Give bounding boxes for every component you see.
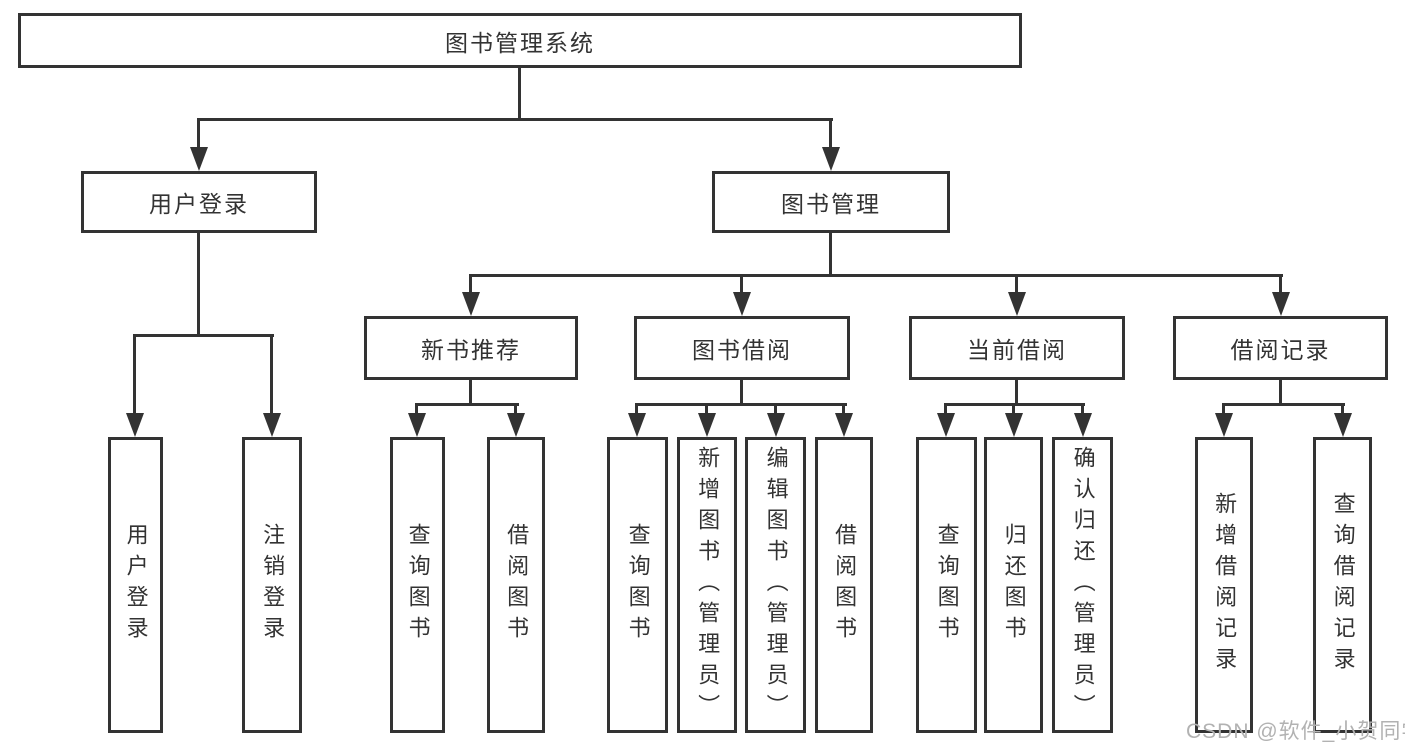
arrow-down-icon (507, 413, 525, 437)
edge-current-shaft2 (1012, 403, 1015, 413)
leaf-add-borrow-record-label: 新增借阅记录 (1212, 492, 1238, 678)
edge-current-shaft3 (1081, 403, 1084, 413)
arrow-down-icon (190, 147, 208, 171)
edge-current-shaft1 (944, 403, 947, 413)
edge-root-stub (518, 68, 521, 120)
arrow-down-icon (462, 292, 480, 316)
arrow-down-icon (822, 147, 840, 171)
leaf-borrow-book-recommend: 借阅图书 (487, 437, 545, 733)
node-borrow-record: 借阅记录 (1173, 316, 1388, 380)
edge-current-stub (1015, 380, 1018, 406)
edge-bookmgmt-hline (469, 274, 1283, 277)
node-new-book-recommend-label: 新书推荐 (421, 337, 521, 363)
edge-record-shaft1 (1222, 403, 1225, 413)
edge-bookmgmt-shaft1 (469, 274, 472, 292)
arrow-down-icon (1215, 413, 1233, 437)
arrow-down-icon (263, 413, 281, 437)
edge-borrow-shaft1 (635, 403, 638, 413)
leaf-add-book-admin: 新增图书（管理员） (677, 437, 737, 733)
arrow-down-icon (628, 413, 646, 437)
leaf-add-book-admin-label: 新增图书（管理员） (695, 445, 721, 725)
leaf-confirm-return-admin: 确认归还（管理员） (1052, 437, 1113, 733)
arrow-down-icon (126, 413, 144, 437)
node-new-book-recommend: 新书推荐 (364, 316, 578, 380)
arrow-down-icon (1272, 292, 1290, 316)
leaf-add-borrow-record: 新增借阅记录 (1195, 437, 1253, 733)
edge-bookmgmt-shaft3 (1015, 274, 1018, 292)
leaf-borrow-book-recommend-label: 借阅图书 (504, 523, 530, 647)
leaf-return-book: 归还图书 (984, 437, 1043, 733)
edge-record-shaft2 (1341, 403, 1344, 413)
leaf-query-book-borrow-label: 查询图书 (625, 523, 651, 647)
edge-root-right-shaft (829, 118, 832, 147)
leaf-borrow-book-label: 借阅图书 (832, 523, 858, 647)
edge-userlogin-stub (197, 233, 200, 336)
edge-userlogin-shaft1 (133, 334, 136, 413)
edge-newbook-shaft1 (415, 403, 418, 413)
edge-borrow-hline (635, 403, 847, 406)
leaf-query-book-borrow: 查询图书 (607, 437, 668, 733)
leaf-return-book-label: 归还图书 (1001, 523, 1027, 647)
arrow-down-icon (698, 413, 716, 437)
arrow-down-icon (733, 292, 751, 316)
leaf-logout: 注销登录 (242, 437, 302, 733)
leaf-query-book-recommend-label: 查询图书 (405, 523, 431, 647)
edge-borrow-shaft2 (705, 403, 708, 413)
node-user-login-label: 用户登录 (149, 191, 249, 217)
leaf-edit-book-admin-label: 编辑图书（管理员） (763, 445, 789, 725)
arrow-down-icon (1008, 292, 1026, 316)
arrow-down-icon (937, 413, 955, 437)
edge-bookmgmt-shaft4 (1279, 274, 1282, 292)
leaf-query-borrow-record-label: 查询借阅记录 (1330, 492, 1356, 678)
edge-userlogin-hline (133, 334, 274, 337)
node-book-management: 图书管理 (712, 171, 950, 233)
arrow-down-icon (1005, 413, 1023, 437)
edge-borrow-shaft3 (774, 403, 777, 413)
node-book-borrow: 图书借阅 (634, 316, 850, 380)
arrow-down-icon (767, 413, 785, 437)
leaf-user-login: 用户登录 (108, 437, 163, 733)
leaf-query-book-current: 查询图书 (916, 437, 977, 733)
edge-record-hline (1222, 403, 1345, 406)
node-current-borrow-label: 当前借阅 (967, 337, 1067, 363)
leaf-user-login-label: 用户登录 (123, 523, 149, 647)
leaf-query-borrow-record: 查询借阅记录 (1313, 437, 1372, 733)
node-root-label: 图书管理系统 (445, 29, 595, 56)
edge-userlogin-shaft2 (270, 334, 273, 413)
leaf-logout-label: 注销登录 (260, 523, 286, 647)
arrow-down-icon (408, 413, 426, 437)
edge-bookmgmt-stub (829, 233, 832, 277)
edge-root-left-shaft (197, 118, 200, 147)
node-book-borrow-label: 图书借阅 (692, 337, 792, 363)
node-current-borrow: 当前借阅 (909, 316, 1125, 380)
edge-borrow-shaft4 (842, 403, 845, 413)
edge-newbook-shaft2 (514, 403, 517, 413)
edge-newbook-hline (415, 403, 519, 406)
edge-root-hline (197, 118, 833, 121)
arrow-down-icon (835, 413, 853, 437)
edge-borrow-stub (740, 380, 743, 406)
csdn-watermark: CSDN @软件_小贺同学 (1186, 720, 1405, 743)
edge-record-stub (1279, 380, 1282, 406)
node-root: 图书管理系统 (18, 13, 1022, 68)
leaf-query-book-recommend: 查询图书 (390, 437, 445, 733)
node-book-management-label: 图书管理 (781, 191, 881, 217)
leaf-query-book-current-label: 查询图书 (934, 523, 960, 647)
arrow-down-icon (1334, 413, 1352, 437)
edge-newbook-stub (469, 380, 472, 406)
node-user-login: 用户登录 (81, 171, 317, 233)
edge-bookmgmt-shaft2 (740, 274, 743, 292)
leaf-confirm-return-admin-label: 确认归还（管理员） (1070, 445, 1096, 725)
leaf-borrow-book: 借阅图书 (815, 437, 873, 733)
node-borrow-record-label: 借阅记录 (1230, 337, 1331, 363)
leaf-edit-book-admin: 编辑图书（管理员） (745, 437, 806, 733)
arrow-down-icon (1074, 413, 1092, 437)
